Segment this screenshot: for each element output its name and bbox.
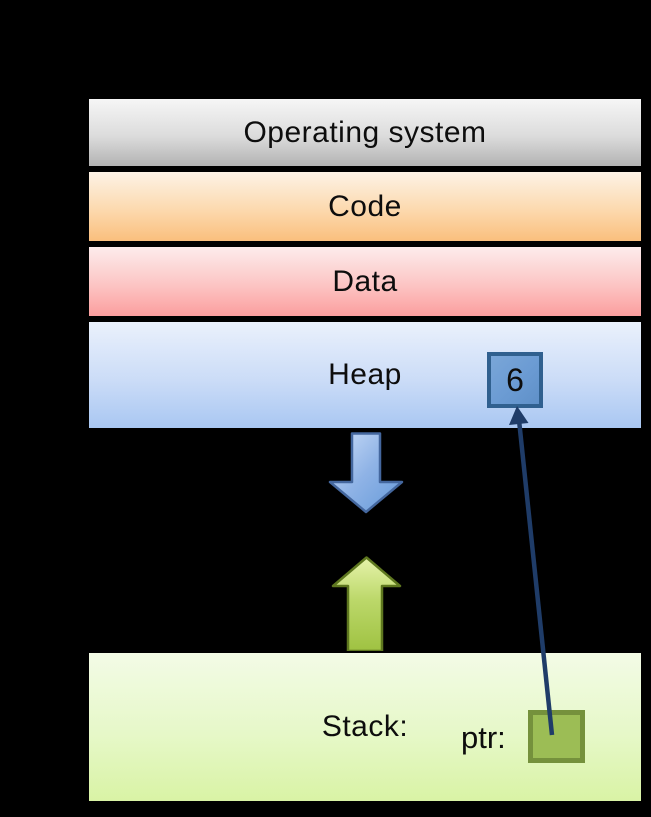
heap-value: 6 — [506, 361, 524, 398]
band-stack: Stack: ptr: — [87, 651, 643, 803]
band-data-label: Data — [332, 264, 398, 298]
heap-grows-down-arrow-icon — [328, 432, 404, 514]
band-operating-system: Operating system — [87, 97, 643, 168]
stack-grows-up-arrow-icon — [331, 556, 402, 653]
pointer-box — [528, 710, 585, 763]
band-stack-label: Stack: — [321, 710, 409, 743]
band-heap: Heap 6 — [87, 320, 643, 430]
band-operating-system-label: Operating system — [243, 115, 487, 149]
band-data: Data — [87, 245, 643, 318]
band-heap-label: Heap — [328, 358, 402, 391]
heap-value-box: 6 — [487, 352, 543, 408]
band-code-label: Code — [328, 189, 402, 223]
band-code: Code — [87, 170, 643, 243]
pointer-label: ptr: — [461, 720, 506, 755]
